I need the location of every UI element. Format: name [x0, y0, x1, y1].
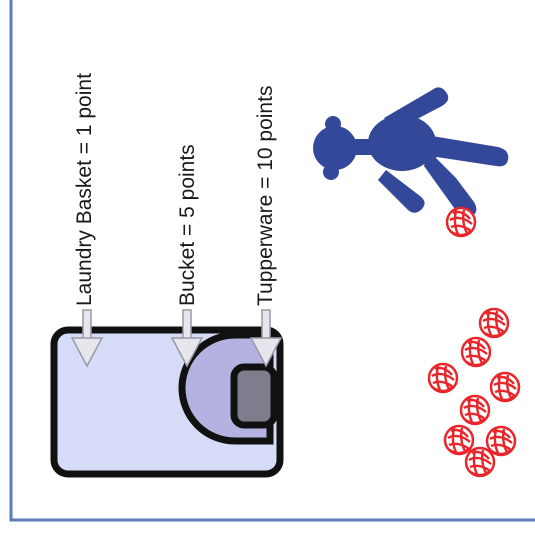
person-icon [313, 87, 508, 218]
tupperware [234, 367, 274, 425]
crumpled-paper-ball-icon [466, 448, 494, 476]
label-laundry-basket: Laundry Basket = 1 point [74, 73, 95, 306]
crumpled-paper-ball-icon [462, 338, 490, 366]
crumpled-paper-ball-icon [491, 373, 519, 401]
label-bucket: Bucket = 5 points [177, 144, 198, 306]
label-tupperware: Tupperware = 10 points [255, 86, 276, 306]
crumpled-paper-ball-icon [429, 364, 457, 392]
crumpled-paper-ball-icon [447, 208, 475, 236]
crumpled-paper-ball-icon [461, 396, 489, 424]
crumpled-paper-ball-icon [445, 426, 473, 454]
crumpled-paper-ball-icon [487, 427, 515, 455]
crumpled-paper-ball-icon [480, 309, 508, 337]
